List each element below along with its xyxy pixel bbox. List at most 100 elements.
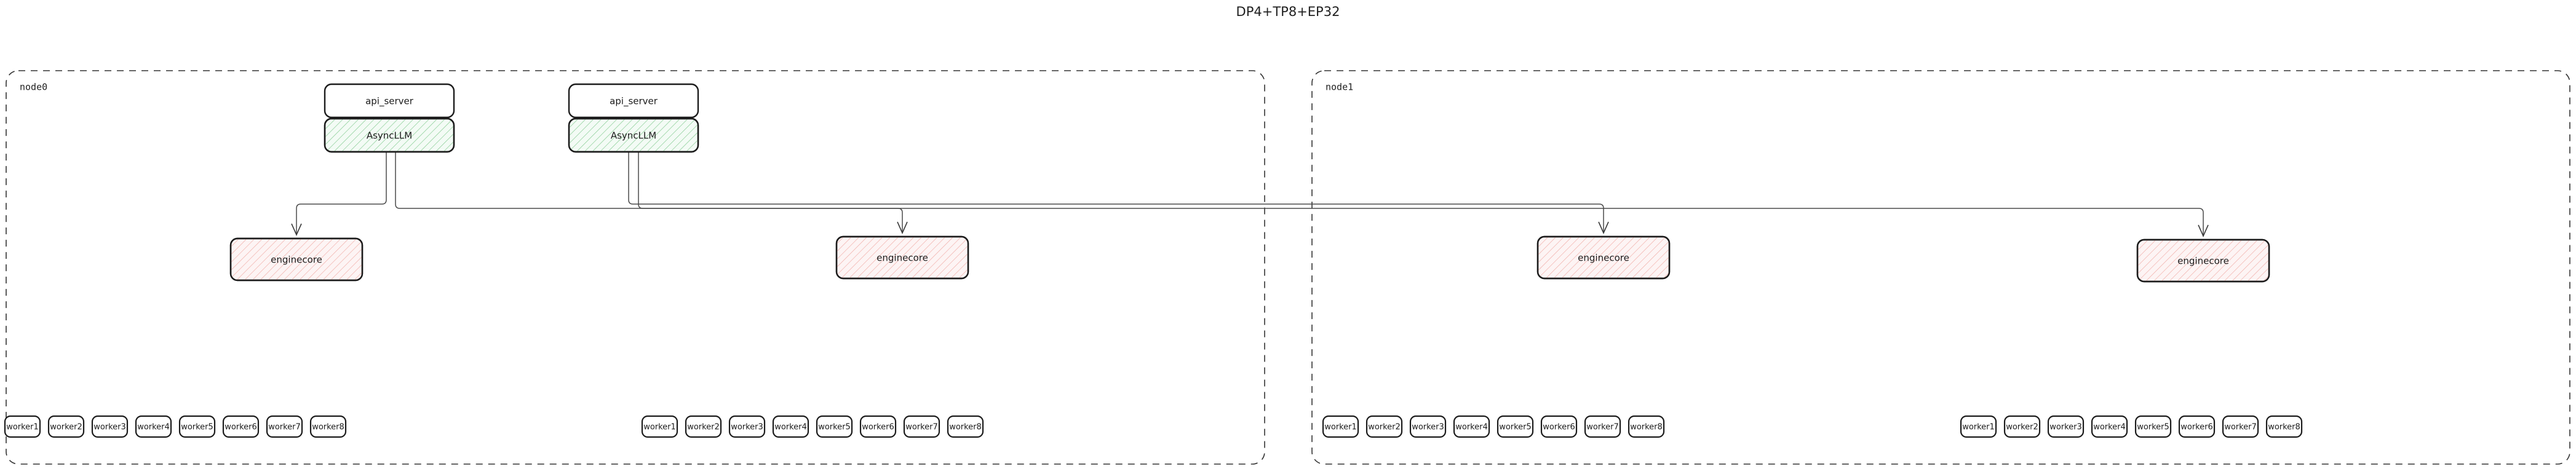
node-wg0-worker7[interactable]: worker7 bbox=[266, 415, 303, 438]
edge-llm1-ec2 bbox=[628, 152, 1609, 234]
worker-box[interactable] bbox=[309, 415, 347, 438]
arrowhead-icon bbox=[897, 221, 908, 234]
node-ec1-enginecore[interactable]: enginecore bbox=[835, 235, 969, 280]
worker-label: worker7 bbox=[1586, 423, 1619, 432]
node-wg2-worker3[interactable]: worker3 bbox=[1409, 415, 1447, 438]
worker-box[interactable] bbox=[178, 415, 216, 438]
arrowhead-icon bbox=[291, 223, 302, 236]
worker-label: worker5 bbox=[181, 423, 213, 432]
node-wg3-worker4[interactable]: worker4 bbox=[2091, 415, 2128, 438]
worker-box[interactable] bbox=[2047, 415, 2085, 438]
node-wg3-worker5[interactable]: worker5 bbox=[2134, 415, 2172, 438]
worker-label: worker3 bbox=[93, 423, 126, 432]
node-wg0-worker1[interactable]: worker1 bbox=[4, 415, 41, 438]
node-ec0-enginecore[interactable]: enginecore bbox=[229, 237, 364, 282]
worker-label: worker5 bbox=[1499, 423, 1532, 432]
node-wg0-worker2[interactable]: worker2 bbox=[47, 415, 85, 438]
node-wg2-worker7[interactable]: worker7 bbox=[1584, 415, 1621, 438]
node-wg1-worker6[interactable]: worker6 bbox=[859, 415, 897, 438]
worker-box[interactable] bbox=[641, 415, 678, 438]
worker-box[interactable] bbox=[947, 415, 984, 438]
node-wg3-worker7[interactable]: worker7 bbox=[2222, 415, 2259, 438]
node-box-api0[interactable] bbox=[324, 83, 455, 119]
node-llm1-AsyncLLM[interactable]: AsyncLLM bbox=[568, 117, 699, 153]
worker-label: worker8 bbox=[949, 423, 982, 432]
node-wg2-worker8[interactable]: worker8 bbox=[1628, 415, 1665, 438]
node-llm0-AsyncLLM[interactable]: AsyncLLM bbox=[324, 117, 455, 153]
node-wg3-worker1[interactable]: worker1 bbox=[1960, 415, 1997, 438]
worker-box[interactable] bbox=[1628, 415, 1665, 438]
node-ec2-enginecore[interactable]: enginecore bbox=[1536, 235, 1671, 280]
node-wg1-worker4[interactable]: worker4 bbox=[772, 415, 809, 438]
cluster-border-node0 bbox=[6, 70, 1265, 465]
node-wg2-worker4[interactable]: worker4 bbox=[1453, 415, 1490, 438]
worker-box[interactable] bbox=[728, 415, 766, 438]
node-outline-ec1 bbox=[835, 235, 969, 280]
worker-box[interactable] bbox=[816, 415, 853, 438]
worker-box[interactable] bbox=[2222, 415, 2259, 438]
cluster-border-node1 bbox=[1311, 70, 2570, 465]
cluster-node1: node1 bbox=[1311, 70, 2570, 465]
hatch-fill-ec1 bbox=[837, 237, 968, 278]
node-wg0-worker6[interactable]: worker6 bbox=[222, 415, 260, 438]
node-wg1-worker5[interactable]: worker5 bbox=[816, 415, 853, 438]
worker-box[interactable] bbox=[2134, 415, 2172, 438]
node-wg0-worker8[interactable]: worker8 bbox=[309, 415, 347, 438]
node-wg3-worker2[interactable]: worker2 bbox=[2003, 415, 2041, 438]
arrowhead-icon bbox=[1598, 221, 1609, 234]
node-wg3-worker8[interactable]: worker8 bbox=[2265, 415, 2303, 438]
node-ec3-enginecore[interactable]: enginecore bbox=[2136, 238, 2270, 283]
worker-box[interactable] bbox=[266, 415, 303, 438]
node-label-llm0: AsyncLLM bbox=[367, 130, 412, 141]
node-wg1-worker1[interactable]: worker1 bbox=[641, 415, 678, 438]
worker-label: worker3 bbox=[731, 423, 763, 432]
worker-box[interactable] bbox=[1453, 415, 1490, 438]
worker-box[interactable] bbox=[4, 415, 41, 438]
node-wg2-worker1[interactable]: worker1 bbox=[1322, 415, 1359, 438]
node-label-api1: api_server bbox=[610, 96, 658, 108]
worker-box[interactable] bbox=[1540, 415, 1578, 438]
worker-label: worker4 bbox=[774, 423, 807, 432]
worker-box[interactable] bbox=[2265, 415, 2303, 438]
node-wg0-worker4[interactable]: worker4 bbox=[135, 415, 172, 438]
worker-box[interactable] bbox=[685, 415, 722, 438]
node-api1-api-server[interactable]: api_server bbox=[568, 83, 699, 119]
node-wg1-worker7[interactable]: worker7 bbox=[903, 415, 940, 438]
worker-box[interactable] bbox=[1322, 415, 1359, 438]
node-wg0-worker5[interactable]: worker5 bbox=[178, 415, 216, 438]
worker-box[interactable] bbox=[772, 415, 809, 438]
worker-box[interactable] bbox=[2178, 415, 2216, 438]
node-wg0-worker3[interactable]: worker3 bbox=[91, 415, 129, 438]
worker-group-wg0: worker1 worker2 worker3 worker4 worker5 worke… bbox=[4, 415, 347, 438]
worker-label: worker6 bbox=[862, 423, 894, 432]
node-wg1-worker2[interactable]: worker2 bbox=[685, 415, 722, 438]
worker-box[interactable] bbox=[2091, 415, 2128, 438]
worker-box[interactable] bbox=[1366, 415, 1403, 438]
worker-box[interactable] bbox=[1960, 415, 1997, 438]
worker-label: worker8 bbox=[312, 423, 344, 432]
worker-box[interactable] bbox=[222, 415, 260, 438]
worker-box[interactable] bbox=[47, 415, 85, 438]
node-wg3-worker6[interactable]: worker6 bbox=[2178, 415, 2216, 438]
node-wg3-worker3[interactable]: worker3 bbox=[2047, 415, 2085, 438]
node-wg1-worker3[interactable]: worker3 bbox=[728, 415, 766, 438]
node-wg2-worker5[interactable]: worker5 bbox=[1497, 415, 1534, 438]
worker-box[interactable] bbox=[1409, 415, 1447, 438]
node-api0-api-server[interactable]: api_server bbox=[324, 83, 455, 119]
worker-label: worker7 bbox=[268, 423, 301, 432]
node-outline-ec0 bbox=[229, 237, 364, 282]
worker-box[interactable] bbox=[903, 415, 940, 438]
worker-box[interactable] bbox=[1584, 415, 1621, 438]
node-box-api1[interactable] bbox=[568, 83, 699, 119]
worker-box[interactable] bbox=[91, 415, 129, 438]
worker-box[interactable] bbox=[135, 415, 172, 438]
node-wg1-worker8[interactable]: worker8 bbox=[947, 415, 984, 438]
worker-label: worker6 bbox=[2180, 423, 2213, 432]
node-wg2-worker6[interactable]: worker6 bbox=[1540, 415, 1578, 438]
worker-box[interactable] bbox=[2003, 415, 2041, 438]
worker-box[interactable] bbox=[1497, 415, 1534, 438]
node-wg2-worker2[interactable]: worker2 bbox=[1366, 415, 1403, 438]
worker-box[interactable] bbox=[859, 415, 897, 438]
